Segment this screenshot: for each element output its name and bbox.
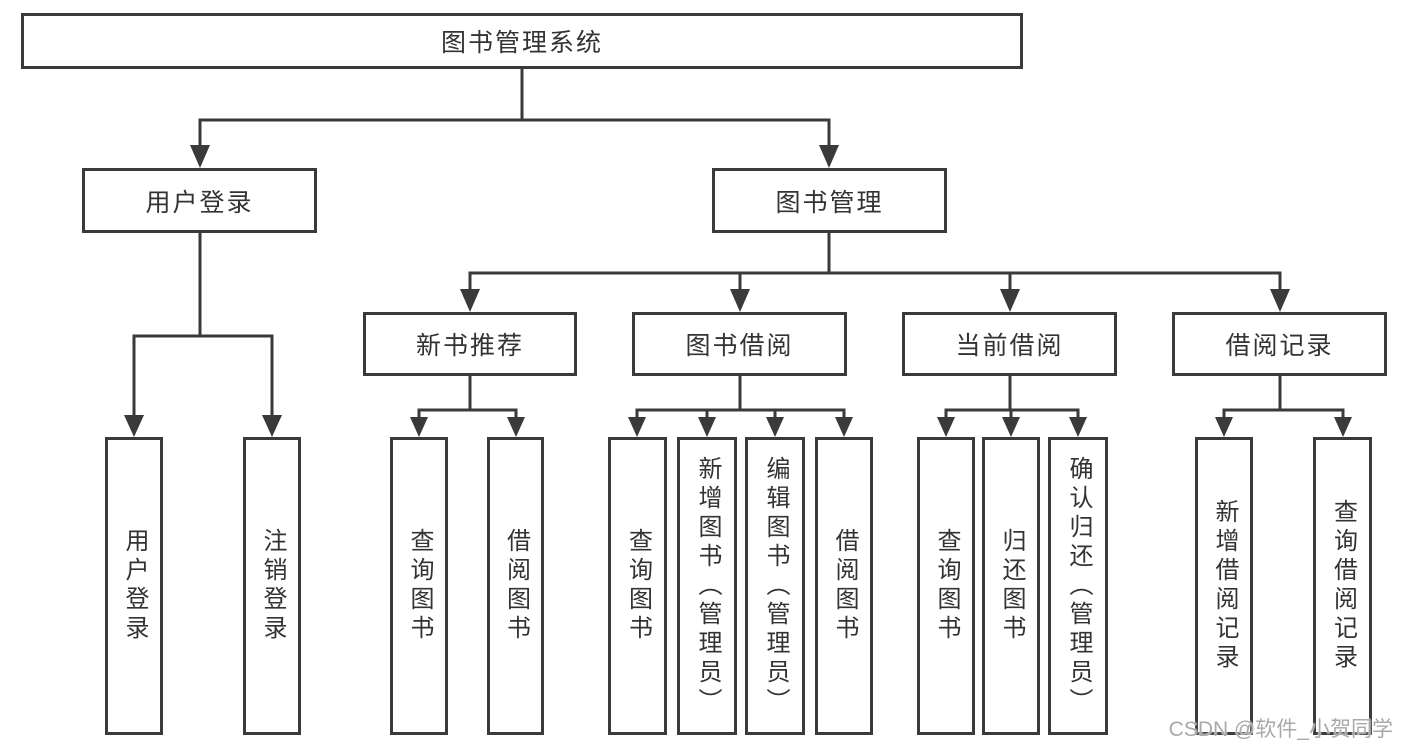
arrow-down-icon [1270,289,1290,312]
leaf-user-login: 用户登录 [105,437,163,735]
arrow-down-icon [1215,417,1233,437]
arrow-down-icon [460,289,480,312]
leaf-bb-add-books-admin: 新增图书（管理员） [677,437,737,735]
arrow-down-icon [1002,417,1020,437]
node-label: 借阅图书 [831,528,858,644]
arrow-down-icon [937,417,955,437]
node-label: 查询借阅记录 [1329,499,1357,673]
node-book-borrowing: 图书借阅 [632,312,847,376]
node-label: 注销登录 [259,528,286,644]
node-user-login: 用户登录 [82,168,317,233]
arrow-down-icon [262,415,282,437]
connector-line [1222,408,1345,419]
leaf-bb-borrow-books: 借阅图书 [815,437,873,735]
node-library-management-system: 图书管理系统 [21,13,1023,69]
arrow-down-icon [698,417,716,437]
arrow-down-icon [124,415,144,437]
node-label: 查询图书 [624,528,652,644]
connector-line [417,408,518,419]
leaf-cb-confirm-return-admin: 确认归还（管理员） [1048,437,1108,735]
leaf-cb-query-books: 查询图书 [917,437,975,735]
node-label: 用户登录 [145,188,254,217]
node-label: 归还图书 [998,528,1025,644]
arrow-down-icon [1334,417,1352,437]
node-label: 新增借阅记录 [1211,499,1238,673]
connector-line [944,408,1080,419]
node-label: 借阅图书 [502,528,530,644]
arrow-down-icon [410,417,428,437]
node-label: 编辑图书（管理员） [762,455,789,717]
node-label: 图书管理系统 [440,29,603,57]
node-label: 图书借阅 [685,332,794,360]
leaf-nbr-borrow-books: 借阅图书 [487,437,544,735]
connector-line [132,334,274,417]
leaf-br-query-record: 查询借阅记录 [1313,437,1372,735]
node-label: 查询图书 [406,528,433,644]
arrow-down-icon [1000,289,1020,312]
arrow-down-icon [766,417,784,437]
node-new-book-recommendation: 新书推荐 [363,312,577,376]
node-label: 新增图书（管理员） [694,455,721,717]
leaf-bb-edit-books-admin: 编辑图书（管理员） [745,437,805,735]
node-label: 当前借阅 [955,332,1064,360]
leaf-nbr-query-books: 查询图书 [390,437,448,735]
leaf-logout: 注销登录 [243,437,301,735]
connector-line [198,118,831,147]
node-label: 确认归还（管理员） [1065,455,1092,717]
node-borrowing-records: 借阅记录 [1172,312,1387,376]
leaf-br-add-record: 新增借阅记录 [1195,437,1253,735]
arrow-down-icon [190,145,210,168]
node-label: 查询图书 [933,528,960,644]
connector-line [635,408,846,419]
leaf-bb-query-books: 查询图书 [608,437,667,735]
node-book-management: 图书管理 [712,168,947,233]
leaf-cb-return-books: 归还图书 [982,437,1040,735]
node-label: 用户登录 [121,528,148,644]
arrow-down-icon [819,145,839,168]
node-current-borrowing: 当前借阅 [902,312,1117,376]
arrow-down-icon [507,417,525,437]
node-label: 新书推荐 [415,332,524,360]
watermark: CSDN @软件_小贺同学 [1168,718,1393,741]
node-label: 图书管理 [775,188,884,217]
node-label: 借阅记录 [1225,332,1334,360]
arrow-down-icon [1069,417,1087,437]
arrow-down-icon [628,417,646,437]
arrow-down-icon [730,289,750,312]
connector-line [468,271,1282,291]
arrow-down-icon [835,417,853,437]
